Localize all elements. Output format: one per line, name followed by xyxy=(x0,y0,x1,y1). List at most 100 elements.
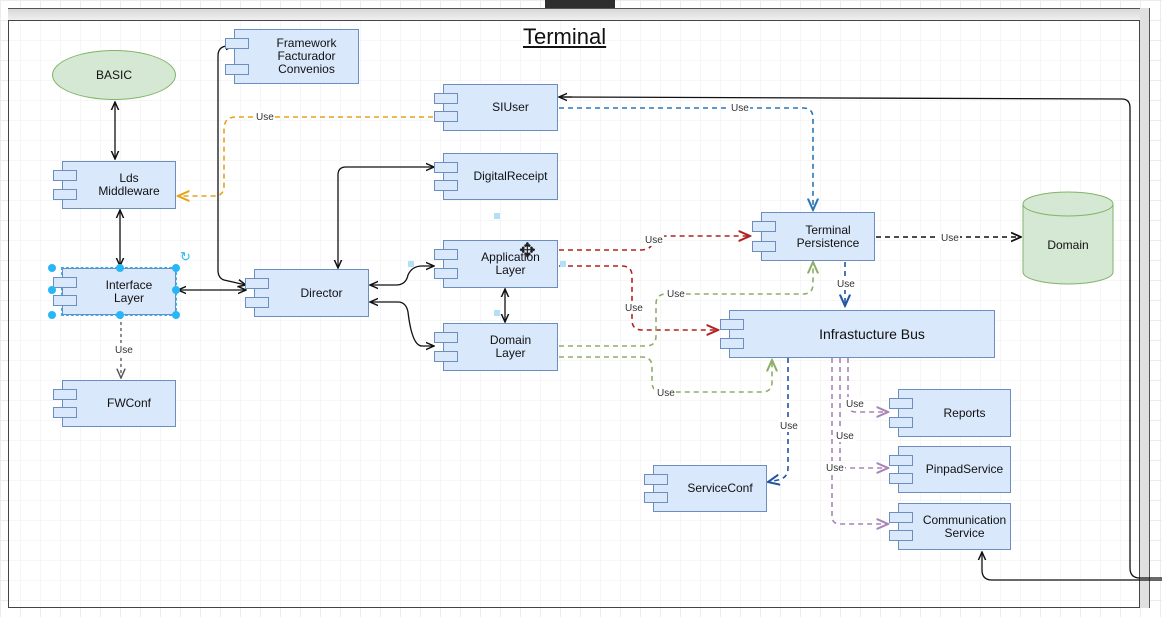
component-icon xyxy=(53,407,77,418)
drag-guide-up-icon[interactable] xyxy=(494,213,500,219)
edge-bus-communication-use xyxy=(831,358,888,524)
component-icon xyxy=(889,417,913,428)
node-label: Director xyxy=(300,285,343,300)
resize-handle[interactable] xyxy=(48,311,56,319)
edge-label-use: Use xyxy=(731,103,749,114)
edge-siuser-communication xyxy=(558,96,1162,581)
node-application-layer[interactable]: Application Layer xyxy=(434,240,558,288)
component-icon xyxy=(434,111,458,122)
node-terminal-persistence[interactable]: Terminal Persistence xyxy=(752,212,875,261)
drag-guide-right-icon[interactable] xyxy=(560,261,566,267)
edge-label-use: Use xyxy=(837,279,855,290)
node-label: Infrastucture Bus xyxy=(819,325,925,342)
node-framework-facturador-convenios[interactable]: Framework Facturador Convenios xyxy=(225,29,359,84)
component-icon xyxy=(644,474,668,485)
edge-label-group: Use Use Use Use Use Use Use Use Use Use … xyxy=(112,101,960,474)
component-icon xyxy=(434,180,458,191)
node-label: Terminal Persistence xyxy=(796,222,860,250)
component-icon xyxy=(53,389,77,400)
terminal-frame-top-face xyxy=(8,8,1148,21)
node-pinpad-service[interactable]: PinpadService xyxy=(889,446,1011,493)
component-icon xyxy=(434,93,458,104)
edge-bus-pinpad-use xyxy=(839,358,888,468)
node-domain[interactable]: Domain xyxy=(1022,190,1114,286)
resize-handle[interactable] xyxy=(116,264,124,272)
node-digital-receipt[interactable]: DigitalReceipt xyxy=(434,153,558,200)
node-label: PinpadService xyxy=(925,462,1004,476)
node-service-conf[interactable]: ServiceConf xyxy=(644,465,767,512)
node-reports[interactable]: Reports xyxy=(889,389,1011,437)
diagram-title[interactable]: Terminal xyxy=(523,24,607,49)
component-icon xyxy=(889,398,913,409)
edge-director-domainlayer xyxy=(370,302,434,346)
resize-handle[interactable] xyxy=(116,311,124,319)
component-icon xyxy=(225,38,249,49)
node-label: Interface Layer xyxy=(105,277,153,305)
database-icon xyxy=(1022,191,1114,285)
resize-handle[interactable] xyxy=(48,286,56,294)
component-icon xyxy=(434,268,458,279)
component-icon xyxy=(752,221,776,232)
node-siuser[interactable]: SIUser xyxy=(434,84,558,131)
edge-label-use: Use xyxy=(780,421,798,432)
node-domain-layer[interactable]: Domain Layer xyxy=(434,323,558,371)
edge-label-use: Use xyxy=(625,303,643,314)
component-icon xyxy=(720,338,744,349)
edge-label-use: Use xyxy=(941,233,959,244)
node-label: SIUser xyxy=(492,100,529,114)
edge-siuser-persistence-use xyxy=(559,107,813,210)
node-label: ServiceConf xyxy=(687,481,753,495)
edge-domainlayer-persistence-use xyxy=(559,262,813,347)
node-label: Application Layer xyxy=(481,250,540,277)
node-fwconf[interactable]: FWConf xyxy=(53,380,176,427)
component-icon xyxy=(434,351,458,362)
node-label: FWConf xyxy=(106,396,151,410)
component-icon xyxy=(644,492,668,503)
resize-handle[interactable] xyxy=(48,264,56,272)
component-icon xyxy=(720,319,744,330)
node-director[interactable]: Director xyxy=(245,269,369,317)
component-icon xyxy=(225,64,249,75)
node-infrastructure-bus[interactable]: Infrastucture Bus xyxy=(720,310,995,358)
drag-guide-left-icon[interactable] xyxy=(408,261,414,267)
node-lds-middleware[interactable]: Lds Middleware xyxy=(53,161,176,209)
edge-label-use: Use xyxy=(115,345,133,356)
component-icon xyxy=(889,473,913,484)
resize-handle[interactable] xyxy=(172,264,180,272)
node-label: Communication Service xyxy=(922,512,1007,540)
component-icon xyxy=(53,189,77,200)
edge-label-use: Use xyxy=(826,463,844,474)
node-label: Framework Facturador Convenios xyxy=(276,36,337,76)
rotate-handle-icon[interactable]: ↻ xyxy=(180,249,191,264)
component-icon xyxy=(53,295,77,306)
component-icon xyxy=(53,170,77,181)
node-label: Domain Layer xyxy=(489,333,532,360)
node-interface-layer[interactable]: Interface Layer xyxy=(53,267,177,316)
resize-handle[interactable] xyxy=(172,311,180,319)
node-label: DigitalReceipt xyxy=(473,169,548,183)
component-icon xyxy=(752,241,776,252)
component-icon xyxy=(434,332,458,343)
resize-handle[interactable] xyxy=(172,286,180,294)
node-label: Reports xyxy=(943,405,986,420)
component-icon xyxy=(889,512,913,523)
component-icon xyxy=(434,162,458,173)
edge-label-use: Use xyxy=(645,235,663,246)
edge-label-use: Use xyxy=(657,388,675,399)
component-icon xyxy=(53,277,77,288)
edge-application-bus-use xyxy=(559,265,718,330)
terminal-frame-side-face xyxy=(1140,8,1150,608)
node-label: Domain xyxy=(1047,238,1089,252)
edge-label-use: Use xyxy=(667,289,685,300)
node-label: Lds Middleware xyxy=(98,171,160,198)
drag-guide-down-icon[interactable] xyxy=(494,310,500,316)
node-communication-service[interactable]: Communication Service xyxy=(889,503,1011,550)
edge-director-application xyxy=(370,266,434,285)
component-icon xyxy=(245,297,269,308)
component-icon xyxy=(245,278,269,289)
component-icon xyxy=(889,455,913,466)
edge-siuser-lds-use xyxy=(178,116,433,196)
node-basic[interactable]: BASIC xyxy=(52,50,176,100)
